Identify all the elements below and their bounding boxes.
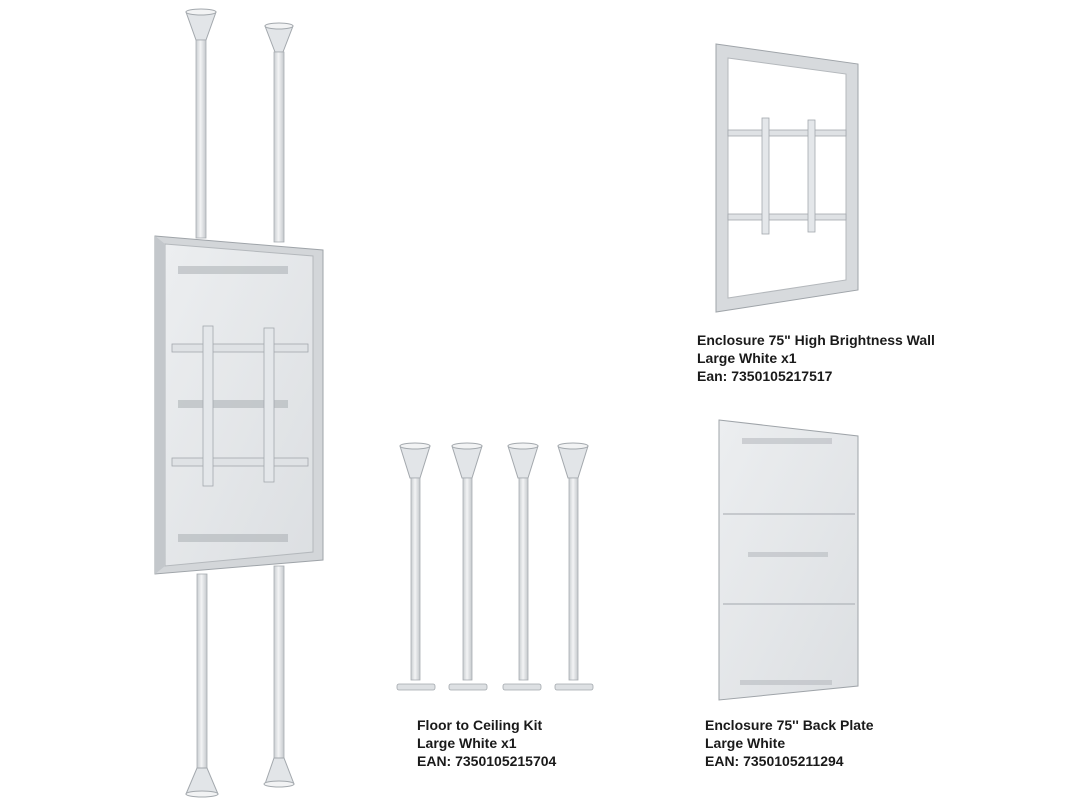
product-variant: Large White (705, 735, 786, 751)
kit-pole-1 (396, 442, 436, 691)
back-plate-caption: Enclosure 75'' Back Plate Large White EA… (705, 716, 874, 770)
bottom-pole-left (185, 573, 219, 798)
bottom-pole-right (263, 565, 295, 788)
back-plate (718, 419, 859, 701)
product-ean: Ean: 7350105217517 (697, 368, 833, 384)
kit-pole-4 (554, 442, 594, 691)
wall-enclosure-caption: Enclosure 75" High Brightness Wall Large… (697, 331, 935, 385)
top-pole-right (264, 22, 294, 243)
floor-ceiling-kit-poles (396, 442, 594, 691)
product-ean: EAN: 7350105211294 (705, 753, 844, 769)
kit-pole-2 (448, 442, 488, 691)
product-variant: Large White x1 (417, 735, 517, 751)
product-name: Enclosure 75'' Back Plate (705, 717, 874, 733)
product-name: Floor to Ceiling Kit (417, 717, 543, 733)
top-pole-left (185, 8, 217, 239)
product-name: Enclosure 75" High Brightness Wall (697, 332, 935, 348)
product-variant: Large White x1 (697, 350, 797, 366)
floor-ceiling-kit-caption: Floor to Ceiling Kit Large White x1 EAN:… (417, 716, 556, 770)
product-ean: EAN: 7350105215704 (417, 753, 557, 769)
assembled-floor-ceiling-enclosure (154, 8, 324, 798)
kit-pole-3 (502, 442, 542, 691)
enclosure-box (154, 235, 324, 575)
wall-enclosure-frame (715, 43, 859, 313)
